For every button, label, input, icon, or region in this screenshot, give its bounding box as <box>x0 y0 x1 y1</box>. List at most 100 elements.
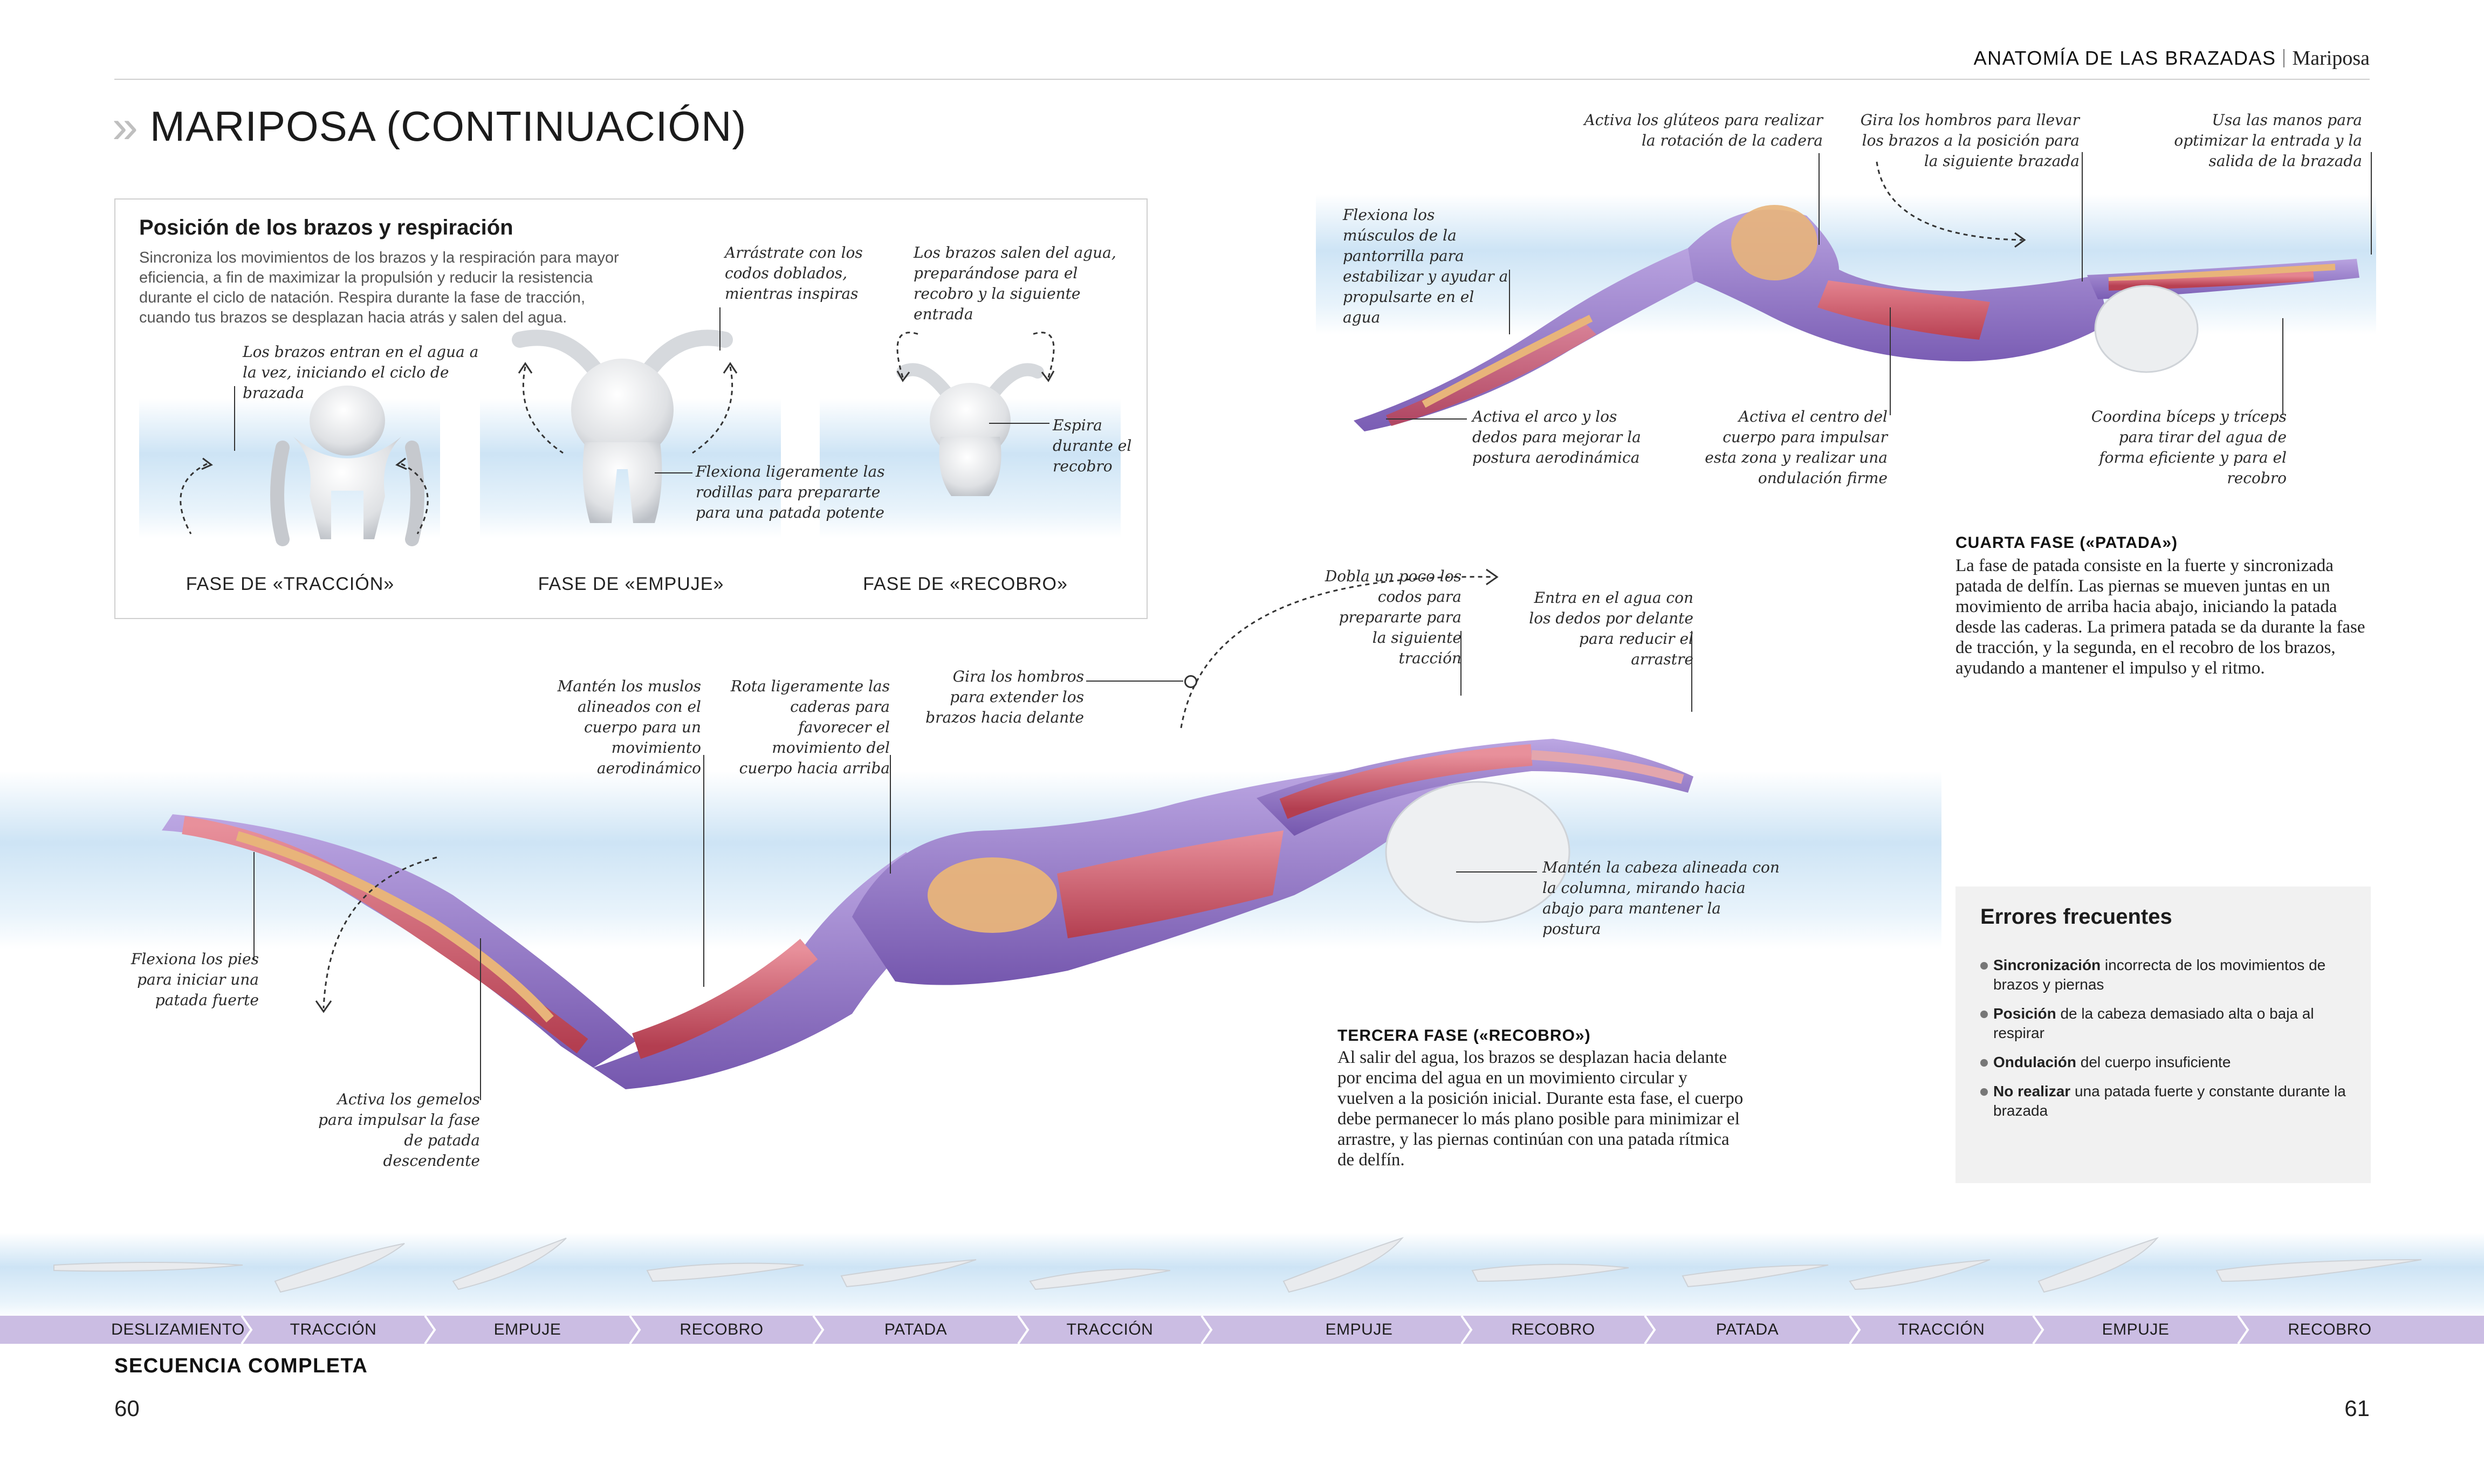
page-number-right: 61 <box>2344 1396 2370 1421</box>
error-item: Sincronización incorrecta de los movimie… <box>1980 956 2347 994</box>
phase-label-push: FASE DE «EMPUJE» <box>538 574 724 594</box>
leader-head <box>1456 871 1537 874</box>
error-item-bold: No realizar <box>1993 1083 2071 1100</box>
title-chevrons-icon: » <box>112 101 138 153</box>
sequence-swimmers <box>53 1236 2422 1293</box>
error-item-text: una patada fuerte y constante durante la… <box>1993 1083 2346 1119</box>
pull-rotation-arrows <box>180 457 429 534</box>
phase-label-recovery: FASE DE «RECOBRO» <box>863 574 1068 594</box>
phase-label-pull: FASE DE «TRACCIÓN» <box>186 574 395 594</box>
leader-core <box>1890 307 1892 415</box>
note-calf: Flexiona los músculos de la pantorrilla … <box>1343 206 1508 326</box>
note-exit: Los brazos salen del agua, preparándose … <box>914 244 1116 323</box>
note-head: Mantén la cabeza alineada con la columna… <box>1542 858 1780 938</box>
header-subsection: Mariposa <box>2292 47 2370 70</box>
recovery-phase-figure <box>896 363 1044 496</box>
leader-hips <box>890 755 892 874</box>
leader-fingers <box>1691 631 1693 712</box>
error-item-text: de la cabeza demasiado alta o baja al re… <box>1993 1005 2314 1041</box>
sequence-cell: TRACCIÓN <box>290 1321 377 1338</box>
error-item: Posición de la cabeza demasiado alta o b… <box>1980 1004 2347 1043</box>
leader-elbows <box>1460 631 1463 696</box>
sequence-cell: DESLIZAMIENTO <box>111 1321 245 1338</box>
leader-arms-enter <box>234 386 236 451</box>
note-thighs: Mantén los muslos alineados con el cuerp… <box>557 677 701 777</box>
sequence-cell: EMPUJE <box>493 1321 561 1338</box>
note-exhale: Espira durante el recobro <box>1053 416 1132 475</box>
sequence-cell: TRACCIÓN <box>1898 1321 1985 1338</box>
kick-arc-arrow <box>315 856 437 1013</box>
leader-shoulders-main <box>1086 681 1183 683</box>
leader-thighs <box>703 755 705 987</box>
note-fingers: Entra en el agua con los dedos por delan… <box>1529 589 1693 668</box>
arms-box-intro: Sincroniza los movimientos de los brazos… <box>139 249 619 326</box>
leader-glutes <box>1819 153 1821 245</box>
recovery-rotation-arrows <box>896 332 1055 382</box>
page-number-left: 60 <box>114 1396 140 1421</box>
errors-title: Errores frecuentes <box>1980 905 2172 929</box>
header-rule <box>114 79 2370 80</box>
arms-breathing-box: Posición de los brazos y respiración Sin… <box>114 198 1148 619</box>
pull-phase-figure <box>270 386 424 546</box>
sequence-cell: PATADA <box>884 1321 948 1338</box>
running-header: ANATOMÍA DE LAS BRAZADAS Mariposa <box>1974 46 2370 70</box>
error-item-bold: Ondulación <box>1993 1054 2076 1070</box>
error-item: No realizar una patada fuerte y constant… <box>1980 1082 2347 1121</box>
leader-calves <box>480 938 482 1100</box>
sequence-cell: RECOBRO <box>1511 1321 1595 1338</box>
errors-list: Sincronización incorrecta de los movimie… <box>1980 956 2347 1130</box>
leader-drag <box>719 307 722 351</box>
top-swimmer-illustration <box>1354 205 2359 431</box>
fourth-phase-title: CUARTA FASE («PATADA») <box>1955 534 2178 552</box>
leader-calf <box>1509 270 1511 334</box>
note-calves: Activa los gemelos para impulsar la fase… <box>318 1090 480 1170</box>
error-item-text: del cuerpo insuficiente <box>2076 1054 2231 1070</box>
sequence-cell: EMPUJE <box>1325 1321 1393 1338</box>
error-item-bold: Sincronización <box>1993 957 2101 973</box>
note-core: Activa el centro del cuerpo para impulsa… <box>1705 408 1888 487</box>
leader-knees <box>655 472 692 475</box>
third-phase-title: TERCERA FASE («RECOBRO») <box>1337 1027 1591 1045</box>
note-arms-top: Coordina bíceps y tríceps para tirar del… <box>2091 408 2287 487</box>
error-item-text: incorrecta de los movimientos de brazos … <box>1993 957 2326 993</box>
water-strip-1 <box>139 398 440 538</box>
header-section: ANATOMÍA DE LAS BRAZADAS <box>1973 47 2276 69</box>
note-drag: Arrástrate con los codos doblados, mient… <box>725 244 863 303</box>
main-swimmer-illustration <box>162 739 1693 1089</box>
note-arms-enter: Los brazos entran en el agua a la vez, i… <box>243 343 479 402</box>
note-knees: Flexiona ligeramente las rodillas para p… <box>696 463 885 521</box>
sequence-cell: EMPUJE <box>2102 1321 2170 1338</box>
arms-box-title: Posición de los brazos y respiración <box>139 216 513 239</box>
sequence-cell: RECOBRO <box>2288 1321 2372 1338</box>
sequence-cell: TRACCIÓN <box>1066 1321 1154 1338</box>
note-hips: Rota ligeramente las caderas para favore… <box>730 677 890 777</box>
sequence-chevrons <box>241 1316 2249 1344</box>
leader-exhale <box>989 423 1049 425</box>
leader-arch <box>1386 418 1467 421</box>
fourth-phase-body: La fase de patada consiste en la fuerte … <box>1955 556 2365 678</box>
page-title: MARIPOSA (CONTINUACIÓN) <box>150 102 747 150</box>
note-hands: Usa las manos para optimizar la entrada … <box>2174 111 2362 170</box>
header-divider <box>2283 49 2285 67</box>
errors-box: Errores frecuentes Sincronización incorr… <box>1955 887 2371 1183</box>
note-feet: Flexiona los pies para iniciar una patad… <box>131 950 259 1009</box>
leader-feet <box>253 852 256 960</box>
shoulder-pivot-icon <box>1184 675 1197 688</box>
sequence-title: SECUENCIA COMPLETA <box>114 1355 368 1377</box>
third-phase-body: Al salir del agua, los brazos se desplaz… <box>1337 1048 1744 1170</box>
shoulder-rotation-arrow-top <box>1876 161 2026 248</box>
note-shoulders-main: Gira los hombros para extender los brazo… <box>925 668 1084 726</box>
leader-shoulders-top <box>2082 152 2084 281</box>
error-item-bold: Posición <box>1993 1005 2056 1022</box>
note-arch: Activa el arco y los dedos para mejorar … <box>1472 408 1641 466</box>
push-phase-figure <box>512 329 733 523</box>
note-glutes: Activa los glúteos para realizar la rota… <box>1584 111 1823 149</box>
sequence-cell: RECOBRO <box>680 1321 764 1338</box>
leader-hands <box>2371 152 2373 255</box>
error-item: Ondulación del cuerpo insuficiente <box>1980 1053 2347 1072</box>
push-rotation-arrows <box>518 362 738 454</box>
sequence-bar: DESLIZAMIENTO TRACCIÓN EMPUJE RECOBRO PA… <box>0 1316 2484 1344</box>
leader-arms-top <box>2282 318 2284 415</box>
sequence-cell: PATADA <box>1716 1321 1779 1338</box>
note-shoulders-top: Gira los hombros para llevar los brazos … <box>1860 111 2080 170</box>
